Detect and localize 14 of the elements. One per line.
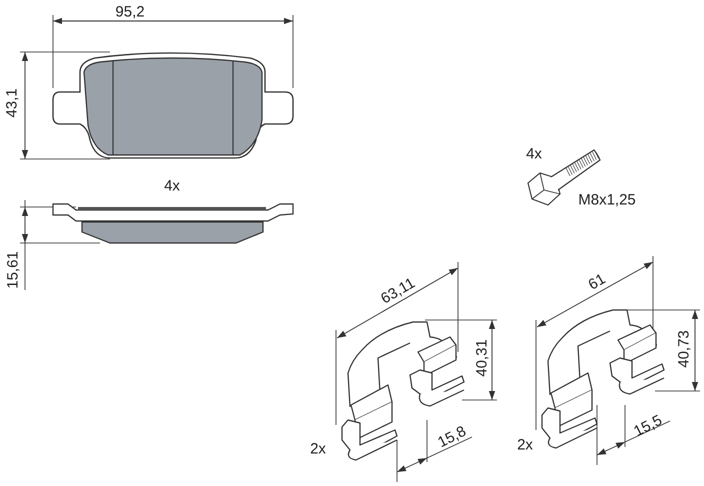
dimension-label: 15,5 <box>632 412 664 440</box>
dimension-label: 40,31 <box>474 339 490 377</box>
dimension-label: 61 <box>586 271 608 293</box>
dimension-label: 40,73 <box>676 330 692 368</box>
thread-size-label: M8x1,25 <box>578 192 636 208</box>
dimension-label: 15,8 <box>436 424 468 450</box>
dimension-label: 43,1 <box>4 88 20 118</box>
quantity-label: 2x <box>310 442 326 456</box>
quantity-label: 4x <box>164 178 180 194</box>
quantity-label: 4x <box>526 146 542 162</box>
dimension-label: 15,61 <box>6 251 20 289</box>
dimension-label: 95,2 <box>115 4 145 20</box>
quantity-label: 2x <box>517 438 533 452</box>
dimension-label: 63,11 <box>378 275 418 307</box>
